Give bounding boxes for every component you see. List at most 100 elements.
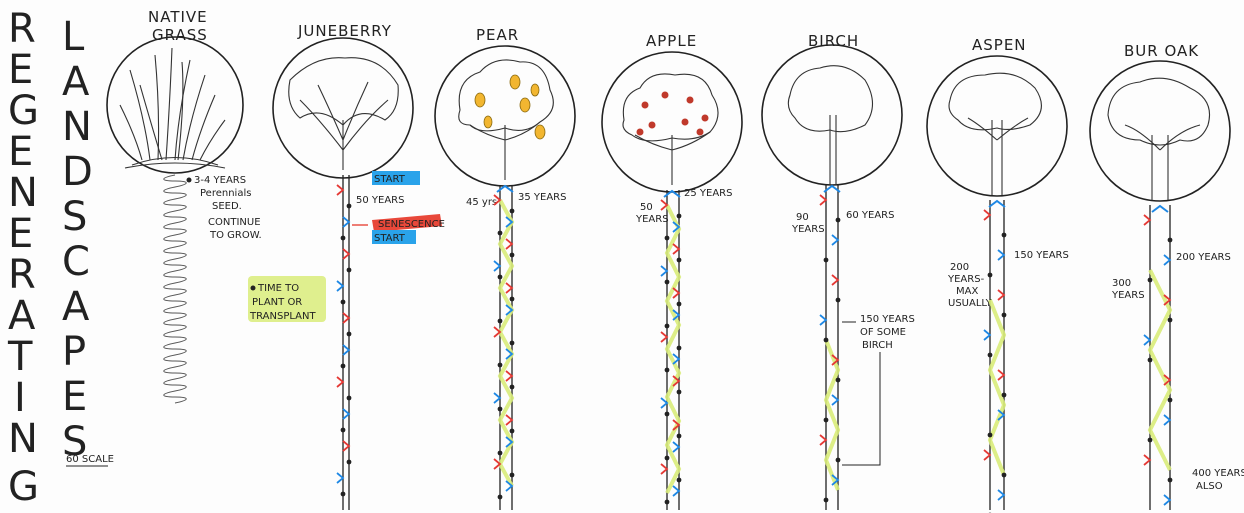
- lifecycle-marker: [1144, 455, 1150, 465]
- plant-time-dot: [665, 280, 670, 285]
- title-letter: R: [8, 6, 36, 52]
- plant-time-dot: [498, 363, 503, 368]
- lifecycle-marker: [661, 332, 667, 342]
- legend-start-2: START: [374, 233, 406, 244]
- plant-time-dot: [665, 368, 670, 373]
- growth-zigzag: [990, 300, 1004, 475]
- plant-time-dot: [1002, 313, 1007, 318]
- plant-title: PEAR: [476, 26, 519, 44]
- timeline-markers: [337, 185, 1172, 513]
- lifecycle-marker: [998, 490, 1004, 500]
- lifecycle-marker: [998, 250, 1004, 260]
- plant-time-dot: [1148, 278, 1153, 283]
- aspen-canopy-circle: [927, 56, 1067, 196]
- title-letter: G: [8, 88, 39, 134]
- plant-aspen: ASPEN 200 YEARS- MAX USUALLY 150 YEARS: [927, 36, 1069, 510]
- lifecycle-marker: [1164, 415, 1170, 425]
- legend-text: TRANSPLANT: [249, 311, 316, 322]
- lifecycle-marker: [673, 486, 679, 496]
- plant-time-dot: [677, 258, 682, 263]
- plant-time-dot: [665, 456, 670, 461]
- legend-senescence: SENESCENCE: [378, 219, 445, 230]
- title-letter: G: [8, 464, 39, 510]
- plant-title: ASPEN: [972, 36, 1027, 54]
- lifecycle-marker: [343, 409, 349, 419]
- title-letter: E: [62, 374, 87, 420]
- plant-time-dot: [347, 268, 352, 273]
- lifecycle-marker: [494, 393, 500, 403]
- plant-time-dot: [824, 338, 829, 343]
- plant-time-dot: [988, 273, 993, 278]
- plant-time-dot: [677, 434, 682, 439]
- plant-time-dot: [347, 204, 352, 209]
- lifecycle-marker: [506, 415, 512, 425]
- plant-time-dot: [510, 297, 515, 302]
- plant-time-dot: [836, 218, 841, 223]
- plant-time-dot: [1168, 238, 1173, 243]
- apple-note: YEARS: [635, 214, 669, 225]
- birch-note: 150 YEARS: [860, 314, 915, 325]
- title-letter: C: [62, 239, 90, 285]
- lifecycle-marker: [494, 261, 500, 271]
- birch-note: 60 YEARS: [846, 210, 894, 221]
- aspen-note: YEARS-: [947, 274, 985, 285]
- plant-time-dot: [824, 258, 829, 263]
- lifecycle-marker: [673, 244, 679, 254]
- plant-time-dot: [341, 236, 346, 241]
- grass-note: TO GROW.: [209, 230, 262, 241]
- title-letter: I: [14, 375, 26, 421]
- plant-time-dot: [187, 178, 192, 183]
- title-letter: N: [8, 416, 38, 462]
- plant-time-dot: [341, 364, 346, 369]
- oak-note: 400 YEARS: [1192, 468, 1244, 479]
- birch-note: YEARS: [791, 224, 825, 235]
- plant-time-dot: [510, 341, 515, 346]
- oak-note: 300: [1112, 278, 1131, 289]
- birch-tree-icon: [788, 66, 872, 185]
- oak-note: 200 YEARS: [1176, 252, 1231, 263]
- grass-note: SEED.: [212, 201, 242, 212]
- plant-time-dot: [665, 412, 670, 417]
- apple-note: 25 YEARS: [684, 188, 732, 199]
- plant-time-dot: [498, 275, 503, 280]
- title-letter: P: [62, 329, 86, 375]
- plant-time-dot: [498, 319, 503, 324]
- lifecycle-marker: [343, 345, 349, 355]
- birch-note: OF SOME: [860, 327, 906, 338]
- plant-time-dot: [510, 473, 515, 478]
- plant-time-dot: [347, 396, 352, 401]
- plant-time-dot: [1002, 393, 1007, 398]
- lifecycle-marker: [820, 195, 826, 205]
- title-regenerating: R E G E N E R A T I N G: [7, 6, 39, 510]
- title-letter: L: [62, 14, 85, 60]
- plant-time-dot: [341, 428, 346, 433]
- plant-time-dot: [1148, 358, 1153, 363]
- lifecycle-marker: [494, 327, 500, 337]
- legend-text: PLANT OR: [252, 297, 302, 308]
- plant-time-dot: [341, 300, 346, 305]
- plant-time-dot: [988, 353, 993, 358]
- apple-note: 50: [640, 202, 653, 213]
- lifecycle-marker: [832, 235, 838, 245]
- start-marker: [989, 201, 1005, 207]
- lifecycle-marker: [343, 441, 349, 451]
- plant-time-dot: [1168, 398, 1173, 403]
- plant-title: APPLE: [646, 32, 697, 50]
- lifecycle-marker: [820, 435, 826, 445]
- lifecycle-marker: [820, 315, 826, 325]
- title-letter: N: [62, 104, 92, 150]
- plant-native-grass: NATIVE GRASS 3-4 YEARS Perennials SEED. …: [107, 8, 262, 403]
- lifecycle-marker: [984, 330, 990, 340]
- plant-time-dot: [510, 429, 515, 434]
- plant-time-dot: [665, 236, 670, 241]
- lifecycle-marker: [506, 371, 512, 381]
- scale-note: 60 SCALE: [66, 454, 114, 465]
- lifecycle-marker: [506, 283, 512, 293]
- grass-icon: [120, 48, 225, 168]
- grass-note: Perennials: [200, 188, 251, 199]
- title-letter: S: [62, 194, 87, 240]
- plant-time-dot: [510, 385, 515, 390]
- plant-time-dot: [347, 332, 352, 337]
- lifecycle-marker: [832, 275, 838, 285]
- lifecycle-marker: [506, 239, 512, 249]
